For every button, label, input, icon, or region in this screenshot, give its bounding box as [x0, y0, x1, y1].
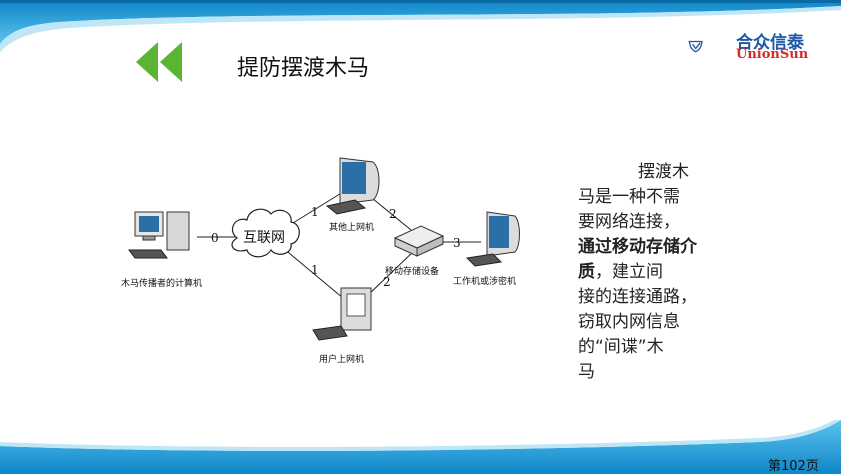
shield-logo-icon [688, 40, 703, 53]
description-text: 摆渡木 马是一种不需 要网络连接， 通过移动存储介质，建立间 接的连接通路， 窃… [578, 160, 726, 385]
logo-name-cn: 合众信泰 [736, 33, 804, 53]
link-number-3: 3 [453, 236, 461, 250]
work-pc-icon [465, 211, 520, 267]
desc-line-2: 马是一种不需 [578, 187, 680, 207]
link-number-2b: 2 [383, 275, 391, 289]
slide-title: 提防摆渡木马 [237, 56, 370, 81]
desc-line-3: 要网络连接， [578, 212, 680, 232]
desc-line-1: 摆渡木 [638, 162, 689, 182]
desc-line-7: 窃取内网信息 [578, 312, 680, 332]
desc-line-5-rest: ，建立间 [595, 262, 663, 282]
desc-line-6: 接的连接通路， [578, 287, 697, 307]
logo-name-en: UnionSun [736, 47, 809, 62]
desc-line-8: 的“间谍”木 [578, 337, 664, 357]
work-pc-label: 工作机或涉密机 [453, 275, 516, 287]
storage-device-icon [393, 225, 445, 257]
link-line-2b [366, 249, 416, 297]
storage-device-label: 移动存储设备 [385, 265, 439, 277]
attacker-label: 木马传播者的计算机 [121, 277, 202, 289]
desc-bold-text: 通过移动存储介质 [578, 237, 697, 282]
top-band [0, 0, 841, 52]
other-pc-icon [325, 157, 380, 215]
network-diagram: 互联网 其他上网机 用户上网机 移动存储设备 工作机或涉密机 [121, 157, 520, 365]
link-line-1a [284, 191, 344, 229]
link-number-1b: 1 [311, 263, 319, 277]
attacker-computer-icon [128, 211, 190, 259]
other-pc-label: 其他上网机 [329, 221, 374, 233]
link-line-2a [366, 193, 412, 231]
internet-label: 互联网 [243, 230, 285, 246]
link-number-0: 0 [211, 231, 219, 245]
link-number-1a: 1 [311, 205, 319, 219]
page-number: 第102页 [768, 459, 819, 474]
desc-line-9: 马 [578, 362, 595, 382]
internet-cloud-icon [231, 208, 300, 258]
link-number-2a: 2 [389, 207, 397, 221]
link-line-1b [282, 247, 344, 299]
double-left-arrow-icon[interactable] [134, 40, 186, 84]
bottom-band [0, 420, 841, 474]
user-pc-label: 用户上网机 [319, 353, 364, 365]
user-pc-icon [312, 287, 372, 341]
